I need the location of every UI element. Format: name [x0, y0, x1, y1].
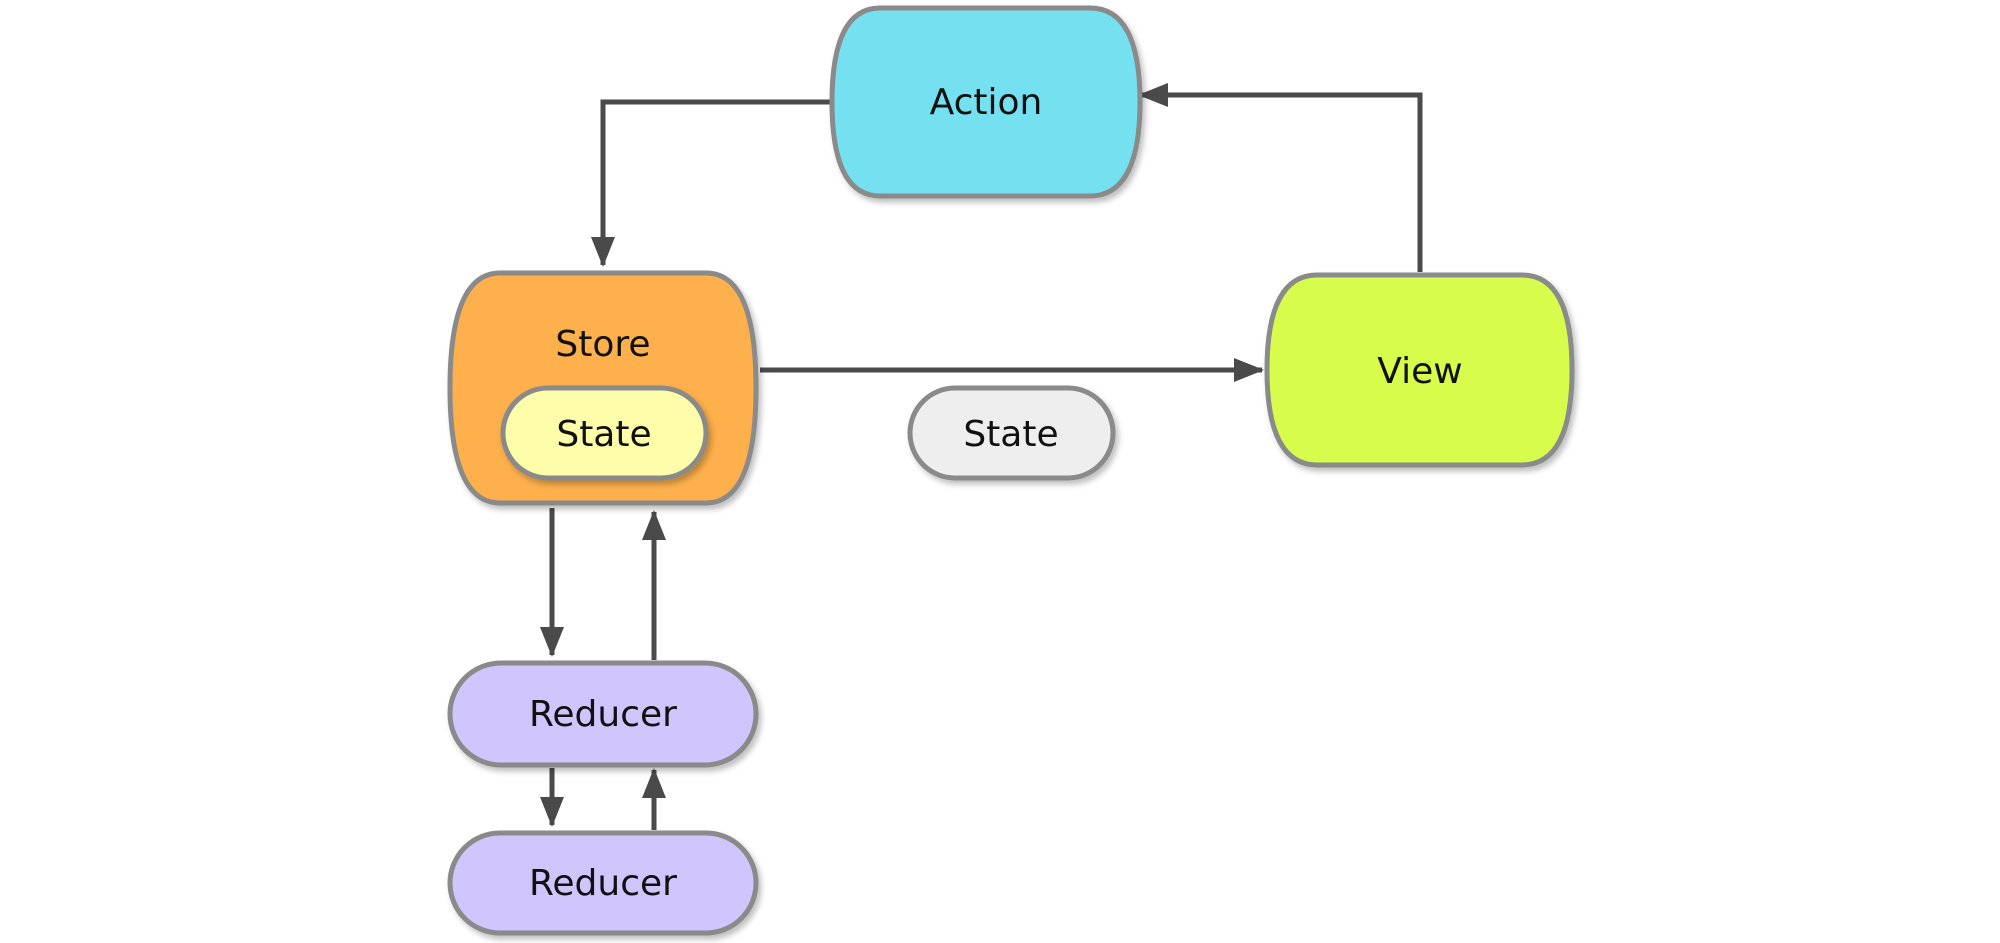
view-shape: [1264, 272, 1575, 468]
passed-state-label: State: [963, 414, 1058, 455]
action-node: Action: [829, 5, 1143, 199]
arrow-action-to-store: [591, 99, 835, 267]
action-shape: [829, 5, 1143, 199]
store-label: Store: [555, 324, 650, 365]
reducer-2-shape: [447, 830, 759, 936]
view-node: View: [1264, 272, 1575, 468]
reducer-1-label: Reducer: [529, 694, 677, 735]
connectors: [540, 83, 1423, 830]
view-label: View: [1377, 351, 1462, 392]
passed-state-shape: [907, 385, 1116, 481]
store-state-label: State: [556, 414, 651, 455]
store-state-node: State: [500, 385, 709, 481]
reducer-1-shape: [447, 660, 759, 768]
store-state-shape: [500, 385, 709, 481]
action-label: Action: [930, 82, 1043, 123]
reducer-2-node: Reducer: [447, 830, 759, 936]
arrow-view-to-action: [1138, 83, 1423, 272]
passed-state-node: State: [907, 385, 1116, 481]
reducer-1-node: Reducer: [447, 660, 759, 768]
reducer-2-label: Reducer: [529, 863, 677, 904]
